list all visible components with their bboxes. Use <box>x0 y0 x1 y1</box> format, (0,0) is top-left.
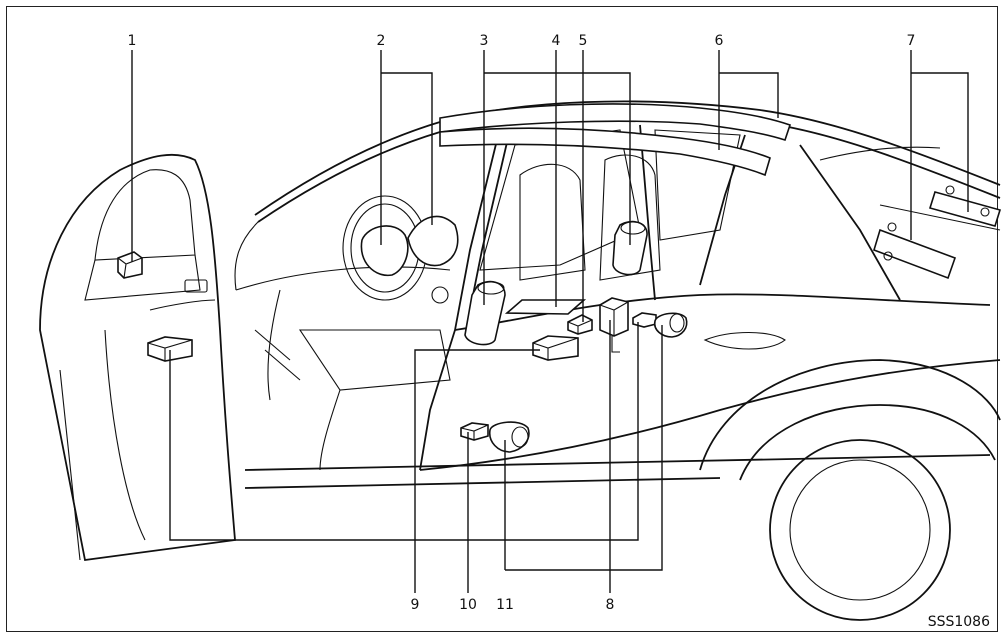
diagram-frame <box>6 6 998 632</box>
component-1-box <box>117 251 143 279</box>
label-11: 11 <box>496 597 514 613</box>
component-3-cylinders <box>464 220 648 346</box>
label-6: 6 <box>715 33 724 49</box>
component-9-module <box>147 335 579 362</box>
label-4: 4 <box>552 33 561 49</box>
component-6-curtain <box>439 103 792 177</box>
component-8-sensor <box>599 297 629 353</box>
component-4-sensor-mat <box>504 299 587 315</box>
component-7-inflators <box>873 185 1002 280</box>
car-body <box>234 100 1001 621</box>
label-5: 5 <box>579 33 588 49</box>
figure-code: SSS1086 <box>928 614 990 630</box>
label-1: 1 <box>128 33 137 49</box>
label-3: 3 <box>480 33 489 49</box>
label-7: 7 <box>907 33 916 49</box>
label-9: 9 <box>411 597 420 613</box>
component-10-11-sensors <box>460 312 688 453</box>
front-door <box>39 153 236 562</box>
leader-lines <box>131 50 969 593</box>
label-8: 8 <box>606 597 615 613</box>
label-10: 10 <box>459 597 477 613</box>
component-2-airbags <box>360 215 459 277</box>
component-5-module <box>567 314 593 335</box>
label-2: 2 <box>377 33 386 49</box>
